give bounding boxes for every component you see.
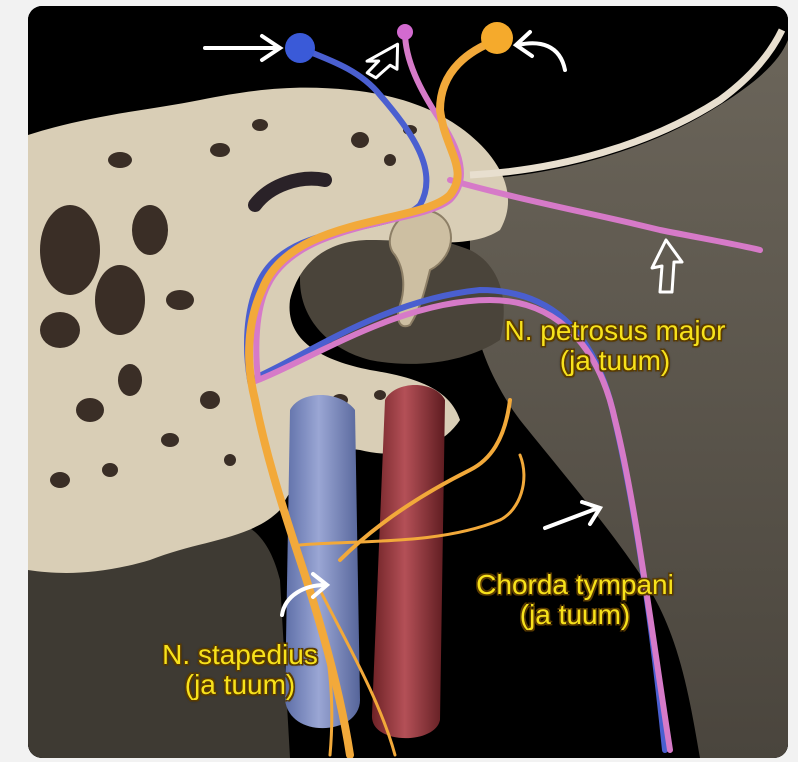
label-stapedius: N. stapedius (ja tuum) bbox=[110, 640, 370, 700]
label-stapedius-line1: N. stapedius bbox=[110, 640, 370, 670]
label-petrosus-line2: (ja tuum) bbox=[450, 346, 780, 376]
blue-ganglion bbox=[285, 33, 315, 63]
label-petrosus-line1: N. petrosus major bbox=[450, 316, 780, 346]
label-petrosus-major: N. petrosus major (ja tuum) bbox=[450, 316, 780, 376]
label-chorda-line2: (ja tuum) bbox=[420, 600, 730, 630]
label-stapedius-line2: (ja tuum) bbox=[110, 670, 370, 700]
orange-ganglion bbox=[481, 22, 513, 54]
label-chorda-tympani: Chorda tympani (ja tuum) bbox=[420, 570, 730, 630]
label-chorda-line1: Chorda tympani bbox=[420, 570, 730, 600]
pink-ganglion bbox=[397, 24, 413, 40]
